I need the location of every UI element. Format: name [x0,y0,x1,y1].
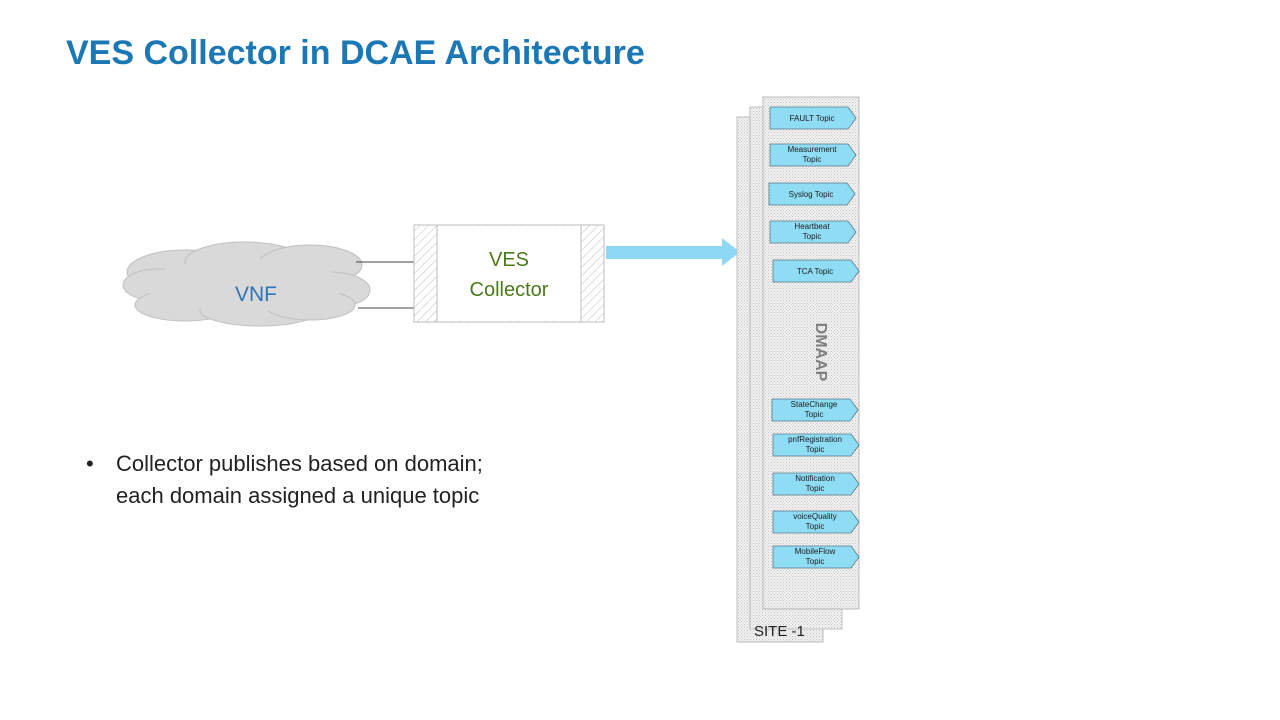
topic-label: FAULT Topic [790,114,835,123]
topic-label: Topic [803,155,822,164]
slide-title: VES Collector in DCAE Architecture [66,34,645,72]
collector-label: VES [489,249,529,271]
bullet-text-line: Collector publishes based on domain; [116,451,483,476]
topic-0: FAULT Topic [769,106,857,130]
topic-label: Topic [806,522,825,531]
topic-label: Measurement [788,145,838,154]
topic-label: pnfRegistration [788,435,842,444]
topic-label: TCA Topic [797,267,833,276]
site-label: SITE -1 [754,623,805,640]
topic-2: Syslog Topic [768,182,856,206]
topic-label: Heartbeat [794,222,830,231]
vnf-label: VNF [235,283,277,306]
topic-shape [771,398,859,422]
collector-to-dmaap-arrow [606,238,740,266]
topic-label: Topic [805,410,824,419]
topic-label: Topic [806,557,825,566]
topic-shape [772,472,860,496]
topic-label: MobileFlow [795,547,836,556]
vnf-cloud: VNF [122,241,371,327]
ves-collector-box: VES Collector [413,224,605,323]
topic-shape [772,510,860,534]
topic-shape [768,182,856,206]
topic-label: voiceQuality [793,512,837,521]
bullet-dot: • [86,451,94,476]
topic-label: StateChange [791,400,838,409]
topic-label: Topic [806,484,825,493]
topic-shape [772,545,860,569]
collector-label: Collector [470,279,549,301]
topic-label: Topic [803,232,822,241]
bullet-text-line: each domain assigned a unique topic [116,483,480,508]
topic-shape [772,433,860,457]
dmaap-label: DMAAP [812,323,829,382]
topic-label: Topic [806,445,825,454]
topic-shape [769,143,857,167]
topic-shape [769,220,857,244]
topic-shape [769,106,857,130]
topic-label: Syslog Topic [789,190,834,199]
topic-label: Notification [795,474,835,483]
topic-shape [772,259,860,283]
topic-4: TCA Topic [772,259,860,283]
